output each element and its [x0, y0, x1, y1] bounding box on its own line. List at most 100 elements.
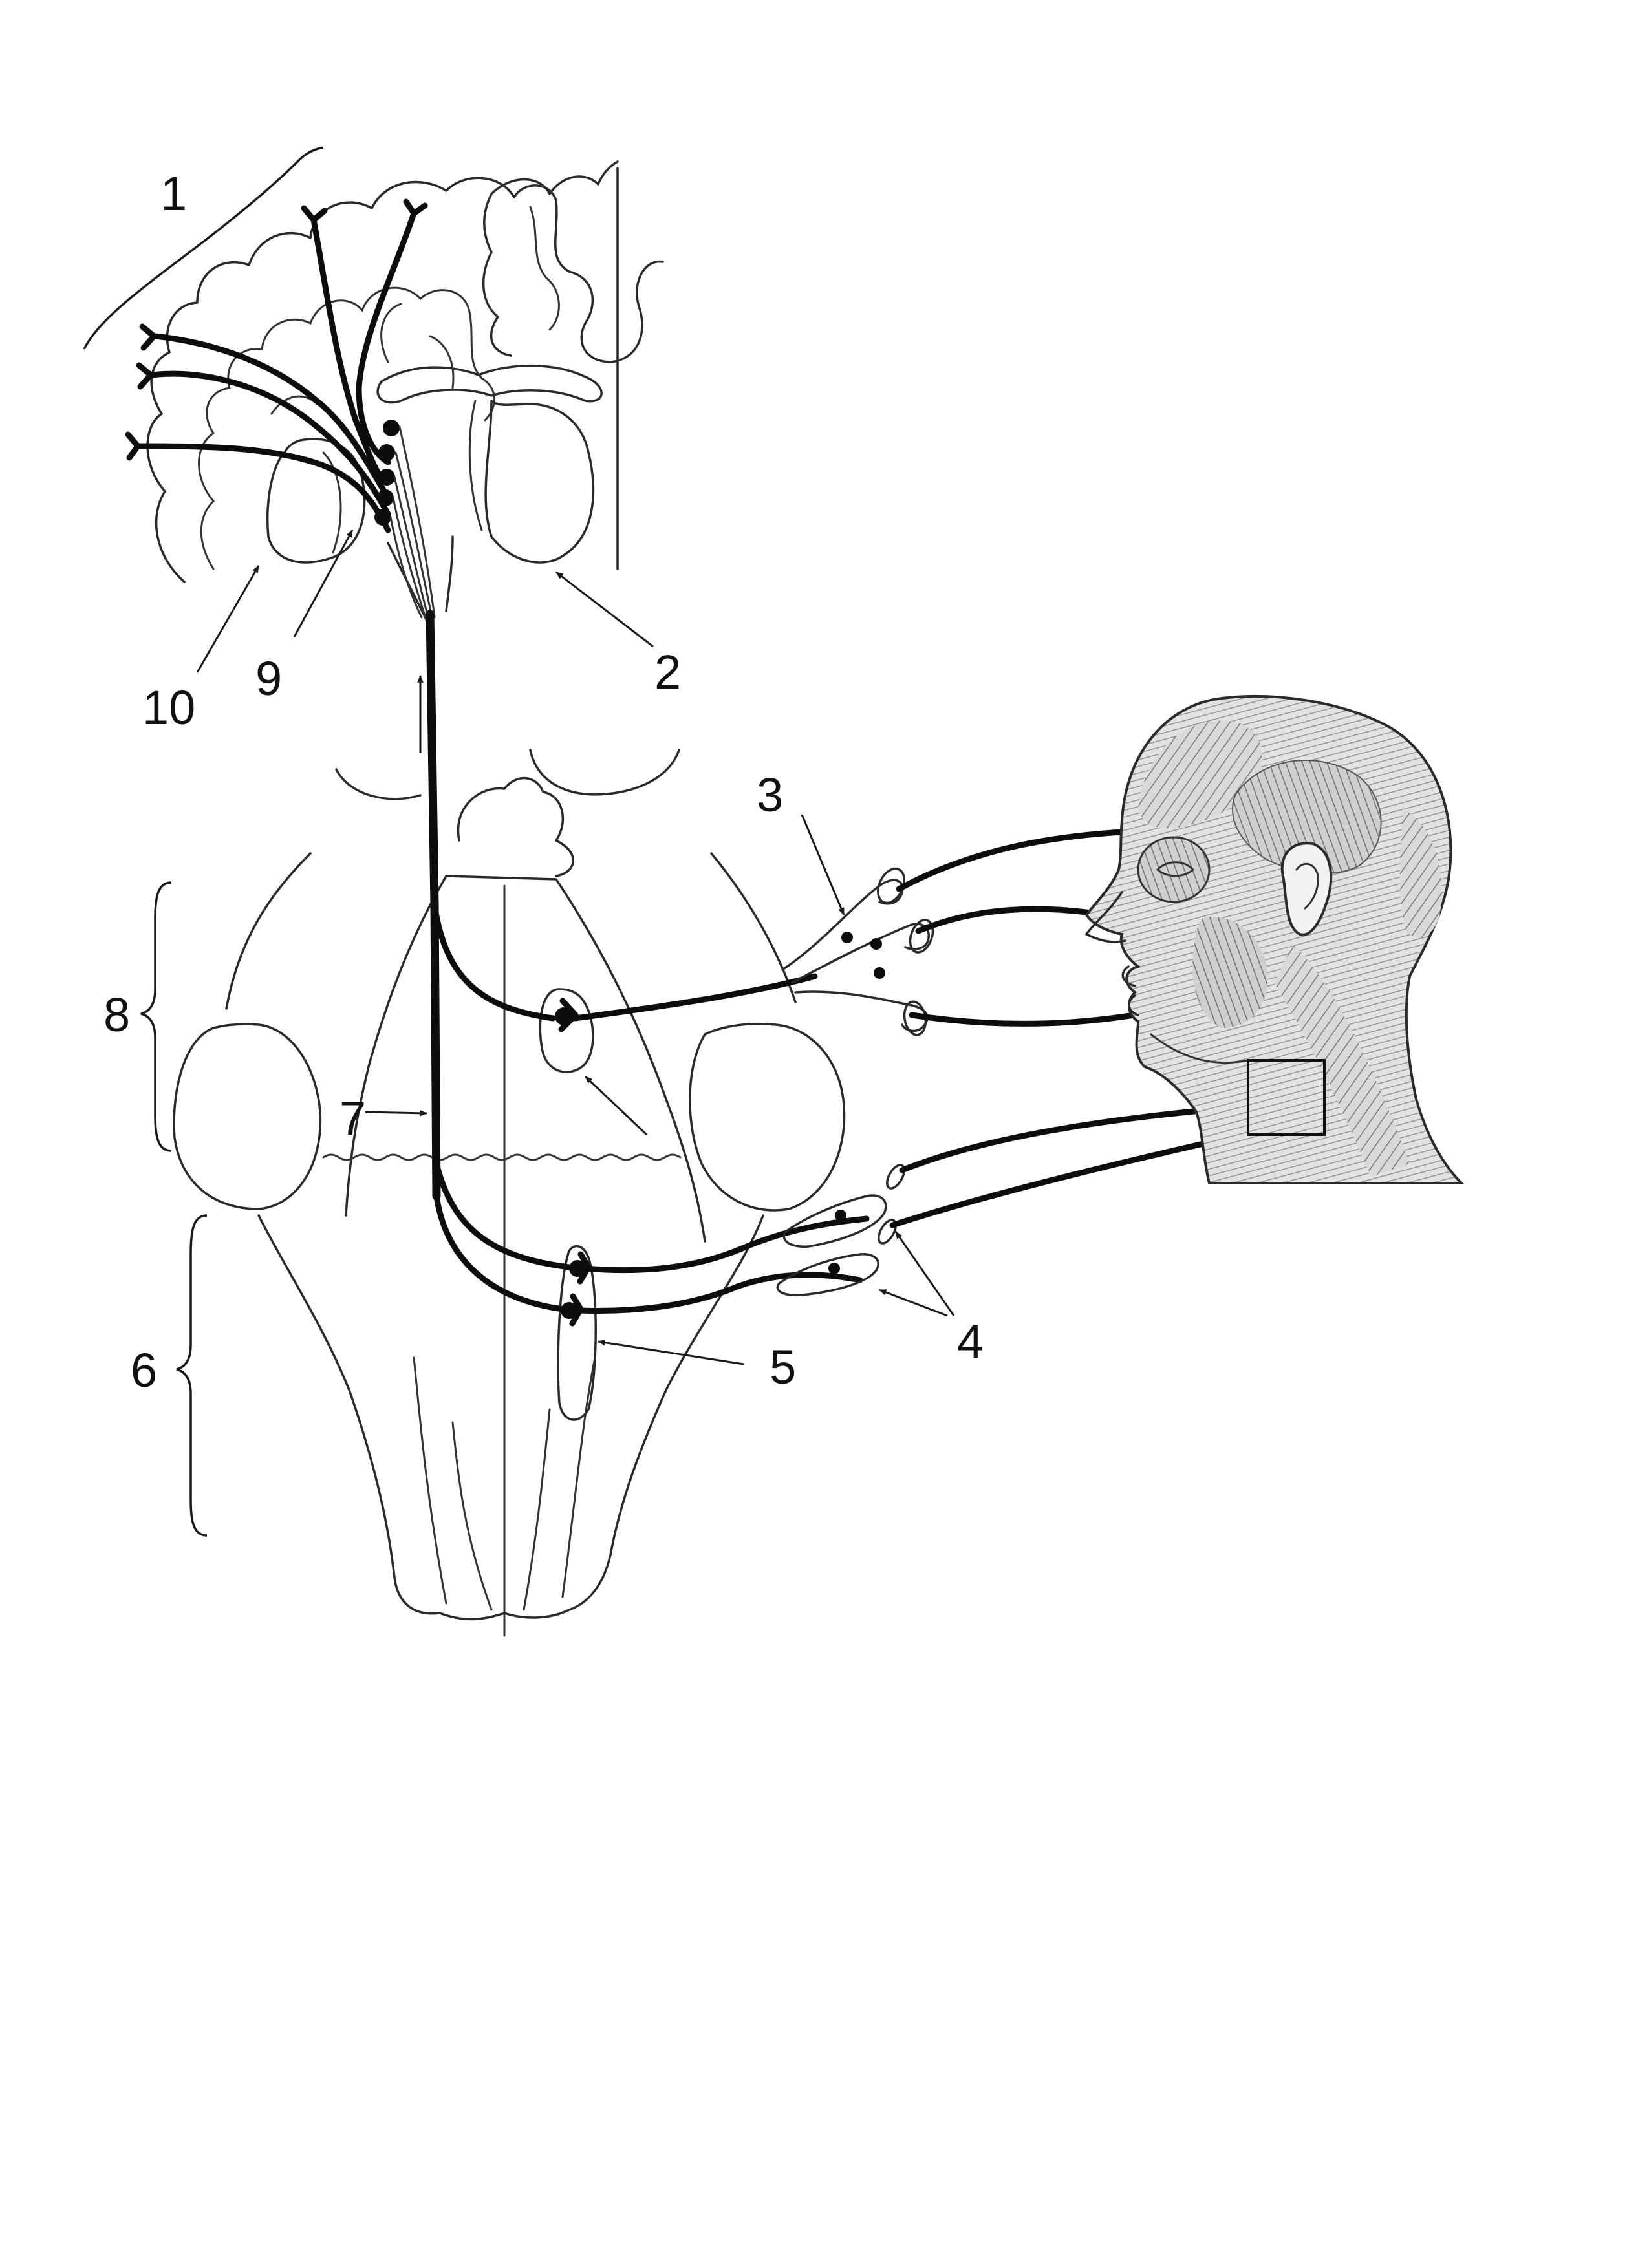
- branch-to-lower-nucleus-1: [433, 1161, 572, 1270]
- colliculi: [457, 777, 575, 877]
- bracket-1: [83, 146, 324, 350]
- nerve-branch-end: [909, 919, 934, 954]
- cerebral-peduncle-right: [445, 535, 454, 612]
- ganglion-cell: [828, 1263, 840, 1274]
- medulla-outline-left: [257, 1214, 441, 1615]
- upper-motor-neuron-soma: [378, 469, 395, 486]
- brain-coronal-section: [146, 160, 664, 622]
- olive-left-contour: [451, 1421, 493, 1611]
- leader-2: [555, 571, 654, 648]
- upper-motor-neuron-soma: [378, 444, 395, 461]
- thalamus-inner: [468, 400, 483, 531]
- leader-facial-nucleus: [584, 1075, 648, 1136]
- cortical-axon-3: [136, 443, 391, 533]
- label-3: 3: [757, 768, 783, 822]
- branch-to-lower-nucleus-2: [433, 1193, 566, 1312]
- masseter-muscle: [1192, 917, 1268, 1028]
- cortical-axon-1: [152, 333, 391, 501]
- facial-nerve-branch-sheath: [791, 923, 930, 984]
- facial-branch-to-orbicularis-oculi: [896, 822, 1151, 892]
- upper-motor-neuron-soma: [377, 489, 394, 506]
- medulla-base: [438, 1609, 570, 1621]
- midline-boundary: [482, 193, 512, 357]
- label-1: 1: [160, 167, 187, 220]
- cerebral-cortex-outline: [146, 177, 664, 583]
- pyramid-left: [413, 1356, 447, 1605]
- number-labels: 1 2 3 4 5 6 7 8 9 10: [103, 167, 984, 1397]
- pyramid-right: [561, 1356, 596, 1598]
- nerve-to-neck-muscle-2: [889, 1126, 1261, 1228]
- ganglion-cell: [835, 1210, 846, 1221]
- lower-nucleus-soma: [561, 1302, 577, 1319]
- upper-motor-neuron-soma: [374, 509, 391, 526]
- sulcus-line: [429, 335, 455, 389]
- facial-nerve-branch-sheath: [781, 879, 904, 971]
- frontalis-muscle: [1138, 720, 1262, 829]
- ganglion-cell: [870, 938, 882, 950]
- facial-nerve-trunk: [572, 973, 818, 1022]
- label-9: 9: [255, 652, 282, 705]
- dendrite-tip: [125, 431, 141, 461]
- thalamus: [484, 400, 595, 564]
- ganglion-cell: [874, 967, 885, 979]
- orbicularis-oculi-muscle: [1137, 836, 1211, 903]
- facial-motor-nucleus: [539, 988, 594, 1073]
- dendrite-tip: [403, 198, 428, 217]
- label-7: 7: [339, 1091, 366, 1145]
- branch-to-facial-nucleus: [431, 902, 556, 1022]
- leader-4a: [894, 1231, 955, 1316]
- upper-motor-neuron-soma: [383, 420, 400, 436]
- lower-motor-nucleus: [557, 1245, 597, 1421]
- leader-4b: [878, 1289, 948, 1317]
- dendrite-tip: [301, 205, 328, 223]
- nerve-ganglion: [782, 1194, 887, 1248]
- midbrain-curve-right: [529, 749, 680, 796]
- right-hemisphere-outline: [490, 160, 619, 195]
- sternocleidomastoid-muscle: [1274, 944, 1410, 1177]
- temporalis-muscle: [1232, 760, 1382, 874]
- pons-left-side: [225, 852, 312, 1010]
- occipital-muscle: [1400, 808, 1442, 938]
- midbrain-curve-left: [335, 768, 422, 800]
- peripheral-nerves: [572, 822, 1261, 1314]
- corpus-callosum: [376, 364, 603, 404]
- dendrite-tip: [139, 323, 157, 351]
- leader-lines: [196, 529, 955, 1365]
- lips: [1121, 965, 1139, 1016]
- ganglion-cell: [841, 932, 853, 943]
- eye: [1156, 861, 1195, 877]
- label-4: 4: [957, 1314, 984, 1368]
- leader-7: [365, 1109, 428, 1117]
- rhomboid-fossa: [345, 875, 706, 1243]
- sulcus-line: [380, 303, 402, 363]
- gray-white-matter-border: [198, 286, 495, 570]
- leader-3: [801, 814, 845, 916]
- pons-right-side: [710, 852, 797, 1003]
- ear: [1280, 842, 1333, 936]
- lower-nerve-2: [576, 1272, 863, 1314]
- olive-right-contour: [523, 1408, 551, 1611]
- label-5: 5: [770, 1340, 796, 1394]
- nerve-to-neck-muscle-1: [899, 1098, 1261, 1173]
- pontomedullary-junction: [322, 1153, 682, 1161]
- medulla-outline-right: [568, 1214, 764, 1611]
- brainstem-outline: [173, 749, 846, 1637]
- leader-10: [196, 564, 260, 673]
- leader-9: [293, 529, 354, 637]
- nerve-ganglion-tip: [886, 1164, 905, 1190]
- ear-inner: [1295, 862, 1319, 910]
- corticobulbar-tract: [125, 198, 592, 1327]
- lentiform-inner-segment: [322, 451, 342, 554]
- label-2: 2: [654, 645, 681, 699]
- nose: [1085, 891, 1126, 943]
- cortical-axon-2: [149, 370, 391, 517]
- label-8: 8: [103, 988, 130, 1042]
- brackets: [83, 146, 324, 1537]
- label-10: 10: [142, 681, 195, 734]
- neck-muscle-target-box: [1247, 1059, 1326, 1136]
- leader-5: [597, 1339, 744, 1365]
- cerebellar-peduncle-left: [173, 1023, 322, 1210]
- bracket-6: [176, 1214, 208, 1537]
- internal-capsule-fibers: [389, 425, 436, 619]
